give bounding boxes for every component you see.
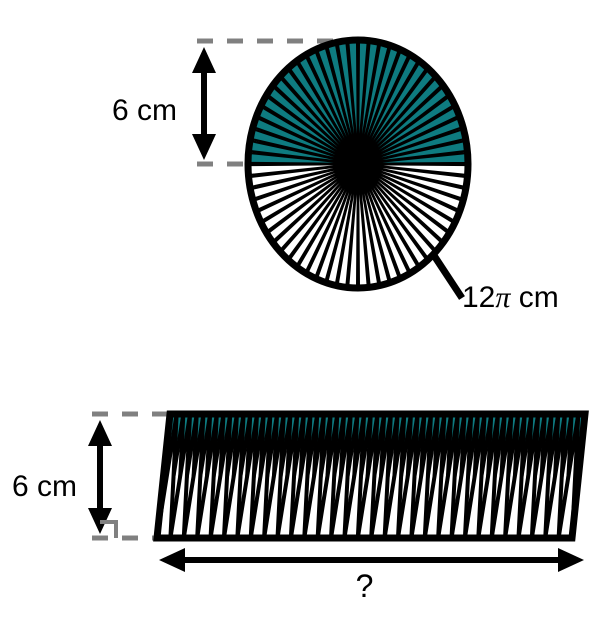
circle-center-hub [345, 151, 371, 177]
parallelogram-outline [153, 410, 589, 542]
parallelogram-height-label: 6 cm [12, 470, 77, 503]
circle-outline [244, 36, 472, 292]
parallelogram-triangles [154, 412, 588, 540]
parallelogram-diagram: 6 cm ? [12, 410, 589, 604]
circle-diagram: 6 cm 12π cm [112, 36, 559, 314]
circle-radius-label: 6 cm [112, 94, 177, 127]
circle-circumference-label: 12π cm [462, 281, 559, 314]
right-angle-mark [100, 520, 118, 538]
height-dimension-arrow [88, 420, 112, 534]
parallelogram-base-label: ? [356, 568, 374, 604]
radius-dimension-arrow [192, 47, 216, 160]
circumference-leader-line [430, 252, 465, 300]
circle-sectors [246, 38, 470, 290]
base-dimension-arrow [159, 548, 584, 572]
